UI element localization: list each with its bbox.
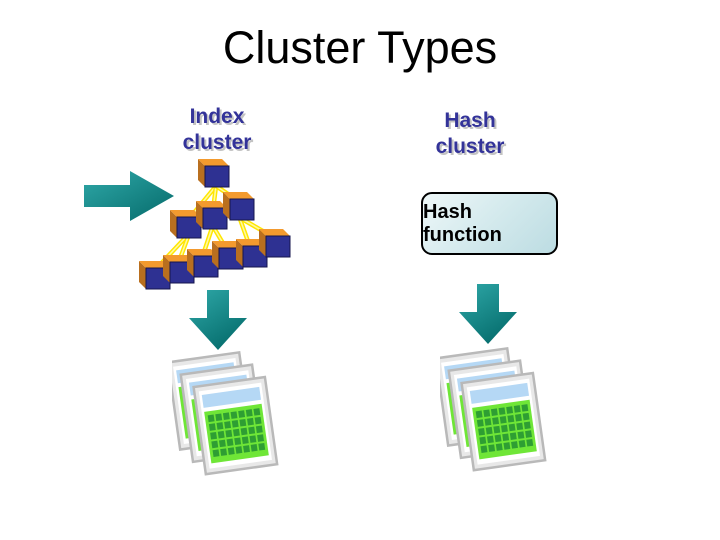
flow-right-arrow-icon — [84, 171, 174, 221]
index-block — [259, 229, 291, 258]
index-block — [212, 241, 244, 270]
slide-title: Cluster Types — [222, 22, 498, 73]
index-block — [170, 210, 202, 239]
table-card — [192, 375, 279, 476]
index-tree-diagram — [139, 159, 291, 290]
table-stack-right — [440, 346, 547, 472]
index-block — [139, 261, 171, 290]
table-stack-left — [172, 350, 279, 476]
index-block — [163, 255, 195, 284]
hash-cluster-label: Hash cluster — [435, 109, 505, 158]
index-block — [196, 201, 228, 230]
index-cluster-label: Index cluster — [182, 105, 252, 154]
table-stack-group — [440, 346, 547, 472]
index-block — [198, 159, 230, 188]
hash-function-label: Hash function — [423, 200, 502, 246]
index-block — [223, 192, 255, 221]
down-arrow-icon-right — [459, 284, 517, 344]
table-stack-group — [172, 350, 279, 476]
down-arrow-icon-left — [189, 290, 247, 350]
table-card — [460, 371, 547, 472]
hash-function-box: Hash function — [421, 192, 558, 255]
index-block — [187, 249, 219, 278]
